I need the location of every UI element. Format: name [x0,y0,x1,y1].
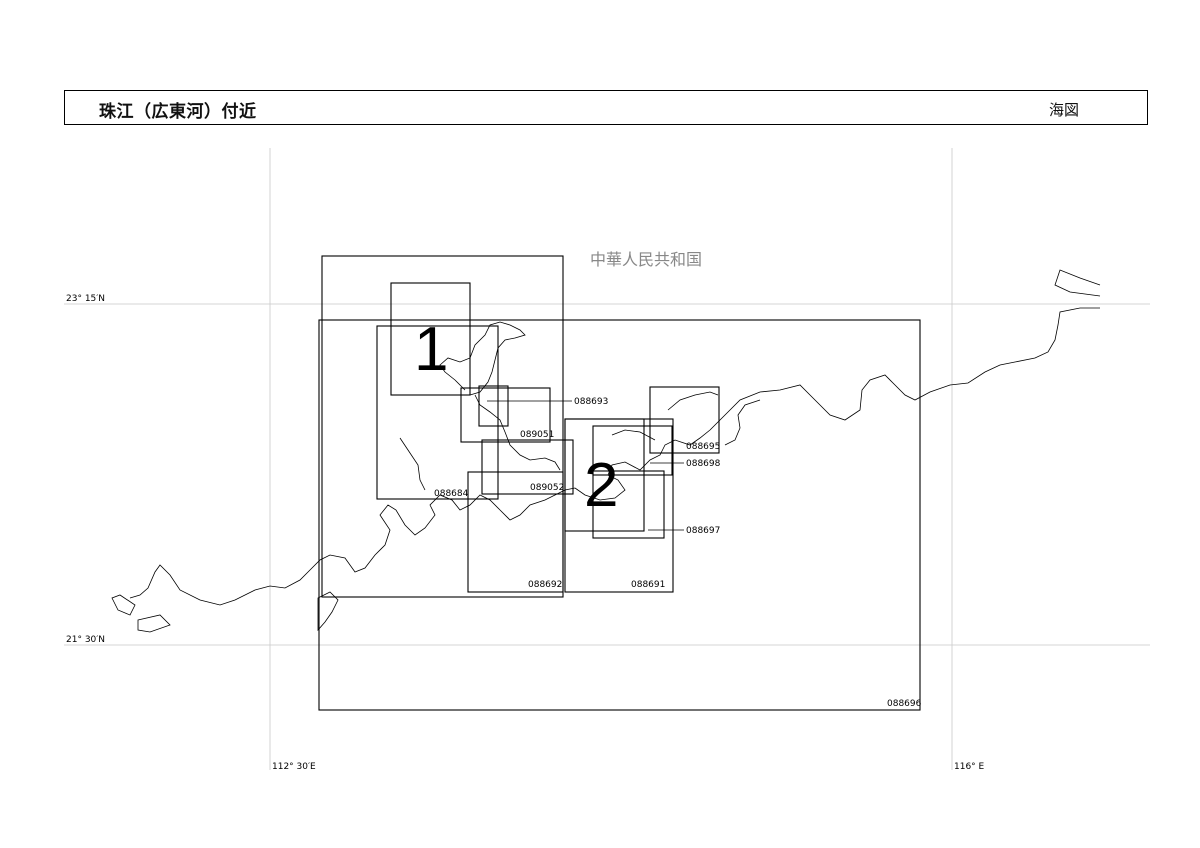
chart-label-088695[interactable]: 088695 [686,442,720,452]
chart-label-089052[interactable]: 089052 [530,483,564,493]
chart-box-088698[interactable] [592,425,673,476]
chart-box-088692[interactable] [467,471,564,593]
chart-label-088697[interactable]: 088697 [686,526,720,536]
lon-label-116: 116° E [954,762,985,772]
chart-coverage-boxes [318,255,921,711]
chart-box-area-1-small[interactable] [390,282,471,396]
lat-label-21-30: 21° 30′N [66,635,105,645]
lat-label-23-15: 23° 15′N [66,294,105,304]
chart-box-088693[interactable] [478,385,509,427]
country-label: 中華人民共和国 [590,250,702,269]
chart-box-088695[interactable] [649,386,720,454]
map-title: 珠江（広東河）付近 [99,102,257,122]
chart-box-088696[interactable] [318,319,921,711]
lon-label-112-30: 112° 30′E [272,762,316,772]
chart-label-088692[interactable]: 088692 [528,580,562,590]
chart-box-area-2[interactable] [564,418,645,532]
graticule [64,148,1150,770]
chart-box-area-1-large[interactable] [321,255,564,598]
chart-box-088697[interactable] [592,470,665,539]
chart-label-088696[interactable]: 088696 [887,699,922,709]
chart-box-088684[interactable] [376,325,499,500]
area-number-2: 2 [584,451,618,520]
chart-box-089052[interactable] [481,439,574,495]
chart-label-088693[interactable]: 088693 [574,397,608,407]
chart-leader-lines [487,400,684,531]
chart-label-089051[interactable]: 089051 [520,430,554,440]
chart-label-088691[interactable]: 088691 [631,580,665,590]
area-number-1: 1 [414,315,448,384]
chart-box-088691[interactable] [564,418,674,593]
chart-label-088698[interactable]: 088698 [686,459,721,469]
chart-type-label: 海図 [1048,101,1079,119]
chart-box-089051[interactable] [460,387,551,443]
coastline [111,269,1101,633]
map-header: 珠江（広東河）付近 海図 [64,90,1148,125]
chart-label-088684[interactable]: 088684 [434,489,469,499]
